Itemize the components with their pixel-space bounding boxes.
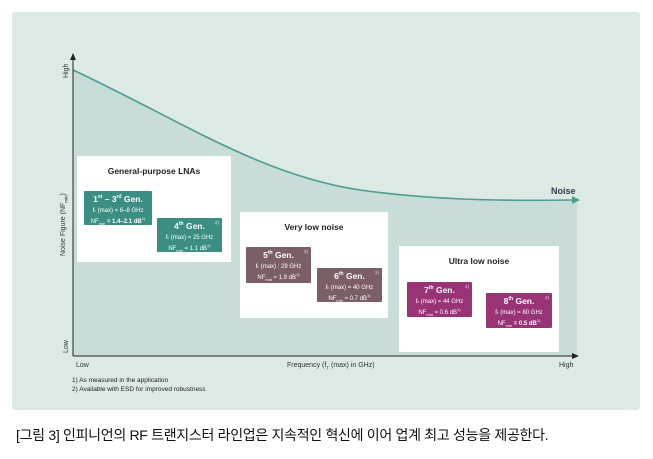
gen-name: 6th Gen. [334,271,365,281]
panel-title: Ultra low noise [448,256,510,266]
esd-footnote-mark: 2) [303,249,308,254]
gen-name: 7th Gen. [424,285,455,295]
gen-name: 4th Gen. [174,221,205,231]
gen-5-card: 2) 5th Gen. fₜ (max) : 29 GHz NFmin = 1.… [246,247,311,283]
gen-nf: NFmin = 0.5 dB1) [497,318,541,329]
gen-name: 5th Gen. [263,250,294,260]
gen-ft: fₜ (max) = 80 GHz [495,310,543,316]
gen-ft: fₜ (max) : 29 GHz [255,264,302,270]
panel-title: Very low noise [284,222,344,232]
noise-curve-arrowhead [572,196,580,204]
figure-caption: [그림 3] 인피니언의 RF 트랜지스터 라인업은 지속적인 혁신에 이어 업… [16,427,549,443]
gen-nf: NFmin = 1.1 dB1) [168,243,211,254]
gen-ft: fₜ (max) = 44 GHz [415,299,464,305]
gen-7-card: 2) 7th Gen. fₜ (max) = 44 GHz NFmin = 0.… [407,282,472,317]
gen-nf: NFmin = 0.7 dB1) [328,293,371,304]
y-axis-title: Noise Figure (NFmin) [60,193,69,256]
gen-nf: NFmin = 0.6 dB1) [418,307,461,318]
gen-4-card: 2) 4th Gen. fₜ (max) = 25 GHz NFmin = 1.… [157,218,222,254]
esd-footnote-mark: 2) [544,295,549,300]
x-axis-high-label: High [559,362,574,369]
gen-1-3-card: 1st – 3rd Gen. fₜ (max) = 6–8 GHz NFmin … [84,191,152,227]
noise-curve-line [72,69,573,202]
panel-title: General-purpose LNAs [107,166,201,176]
y-axis-high-label: High [63,63,70,78]
esd-footnote-mark: 2) [214,220,219,225]
y-axis-low-label: Low [63,340,70,353]
gen-8-card: 2) 8th Gen. fₜ (max) = 80 GHz NFmin = 0.… [486,293,552,328]
gen-6-card: 2) 6th Gen. fₜ (max) = 40 GHz NFmin = 0.… [317,268,382,304]
esd-footnote-mark: 2) [464,284,469,289]
gen-name: 8th Gen. [503,296,535,306]
gen-name: 1st – 3rd Gen. [93,194,143,204]
gen-ft: fₜ (max) = 25 GHz [165,235,214,241]
esd-footnote-mark: 2) [374,270,379,275]
x-axis-low-label: Low [76,362,89,369]
gen-ft: fₜ (max) = 40 GHz [325,285,374,291]
footnote-2: 2) Available with ESD for improved robus… [72,386,206,393]
gen-nf: NFmin = 1.4–2.1 dB1) [90,216,146,227]
gen-ft: fₜ (max) = 6–8 GHz [92,208,144,214]
noise-curve-label: Noise [551,186,576,196]
x-axis-arrow [572,353,579,359]
y-axis-arrow [70,53,76,60]
footnote-1: 1) As measured in the application [72,377,169,384]
gen-nf: NFmin = 1.9 dB1) [257,272,300,283]
x-axis-title: Frequency (fT (max) in GHz) [287,362,375,371]
